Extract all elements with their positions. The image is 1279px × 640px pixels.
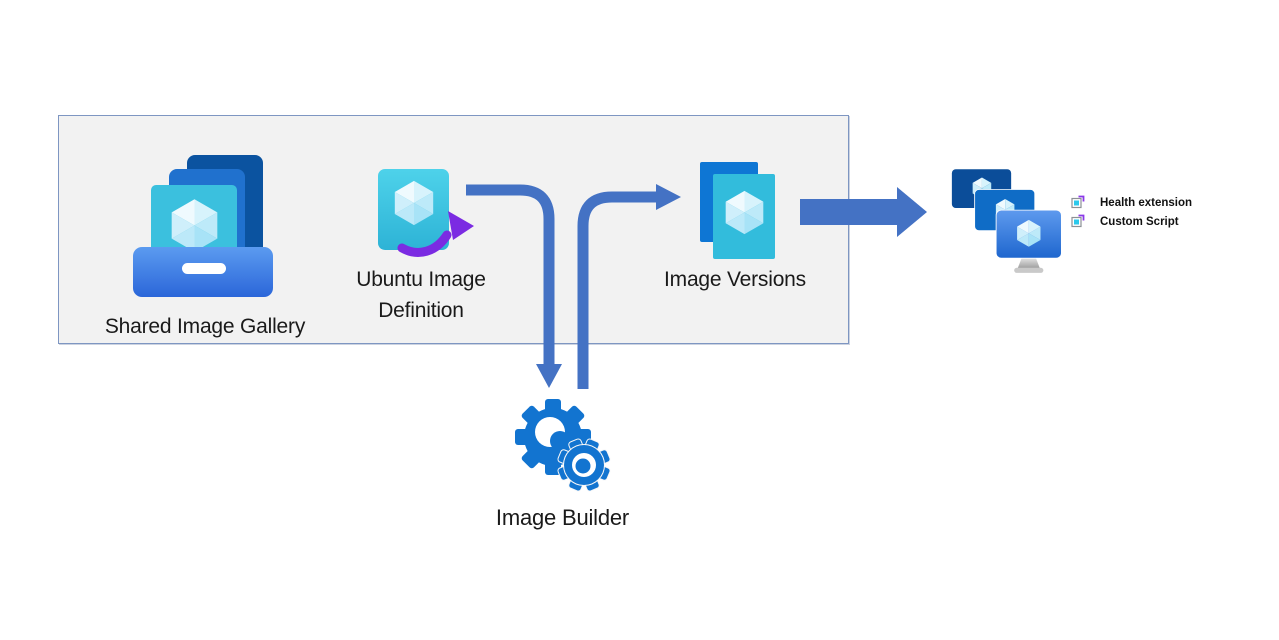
- shared-image-gallery-icon: [133, 155, 273, 297]
- image-builder-gears-icon: [515, 399, 611, 492]
- versions-to-vms-arrow: [800, 187, 927, 237]
- image-builder-label: Image Builder: [495, 505, 630, 530]
- ubuntu-label-line1: Ubuntu Image: [356, 268, 486, 291]
- image-definition-icon: [378, 169, 474, 257]
- small-gear: [557, 438, 611, 492]
- vm-front: [995, 209, 1062, 273]
- extension-icon: [1071, 214, 1085, 228]
- builder-to-versions-arrow: [577, 184, 681, 389]
- ubuntu-image-definition-label: Ubuntu Image Definition: [331, 264, 511, 326]
- health-extension-label: Health extension: [1100, 197, 1193, 209]
- monitor-stand: [1017, 257, 1040, 269]
- image-versions-label: Image Versions: [664, 268, 806, 291]
- shared-image-gallery-label: Shared Image Gallery: [104, 315, 306, 338]
- ubuntu-label-line2: Definition: [378, 299, 464, 322]
- custom-script-label: Custom Script: [1100, 216, 1179, 228]
- vm-stack-icon: [951, 168, 1062, 273]
- extension-icon: [1071, 195, 1085, 209]
- definition-to-builder-arrow: [466, 184, 562, 388]
- image-versions-icon: [700, 162, 775, 259]
- new-version-arrow-icon: [397, 211, 474, 257]
